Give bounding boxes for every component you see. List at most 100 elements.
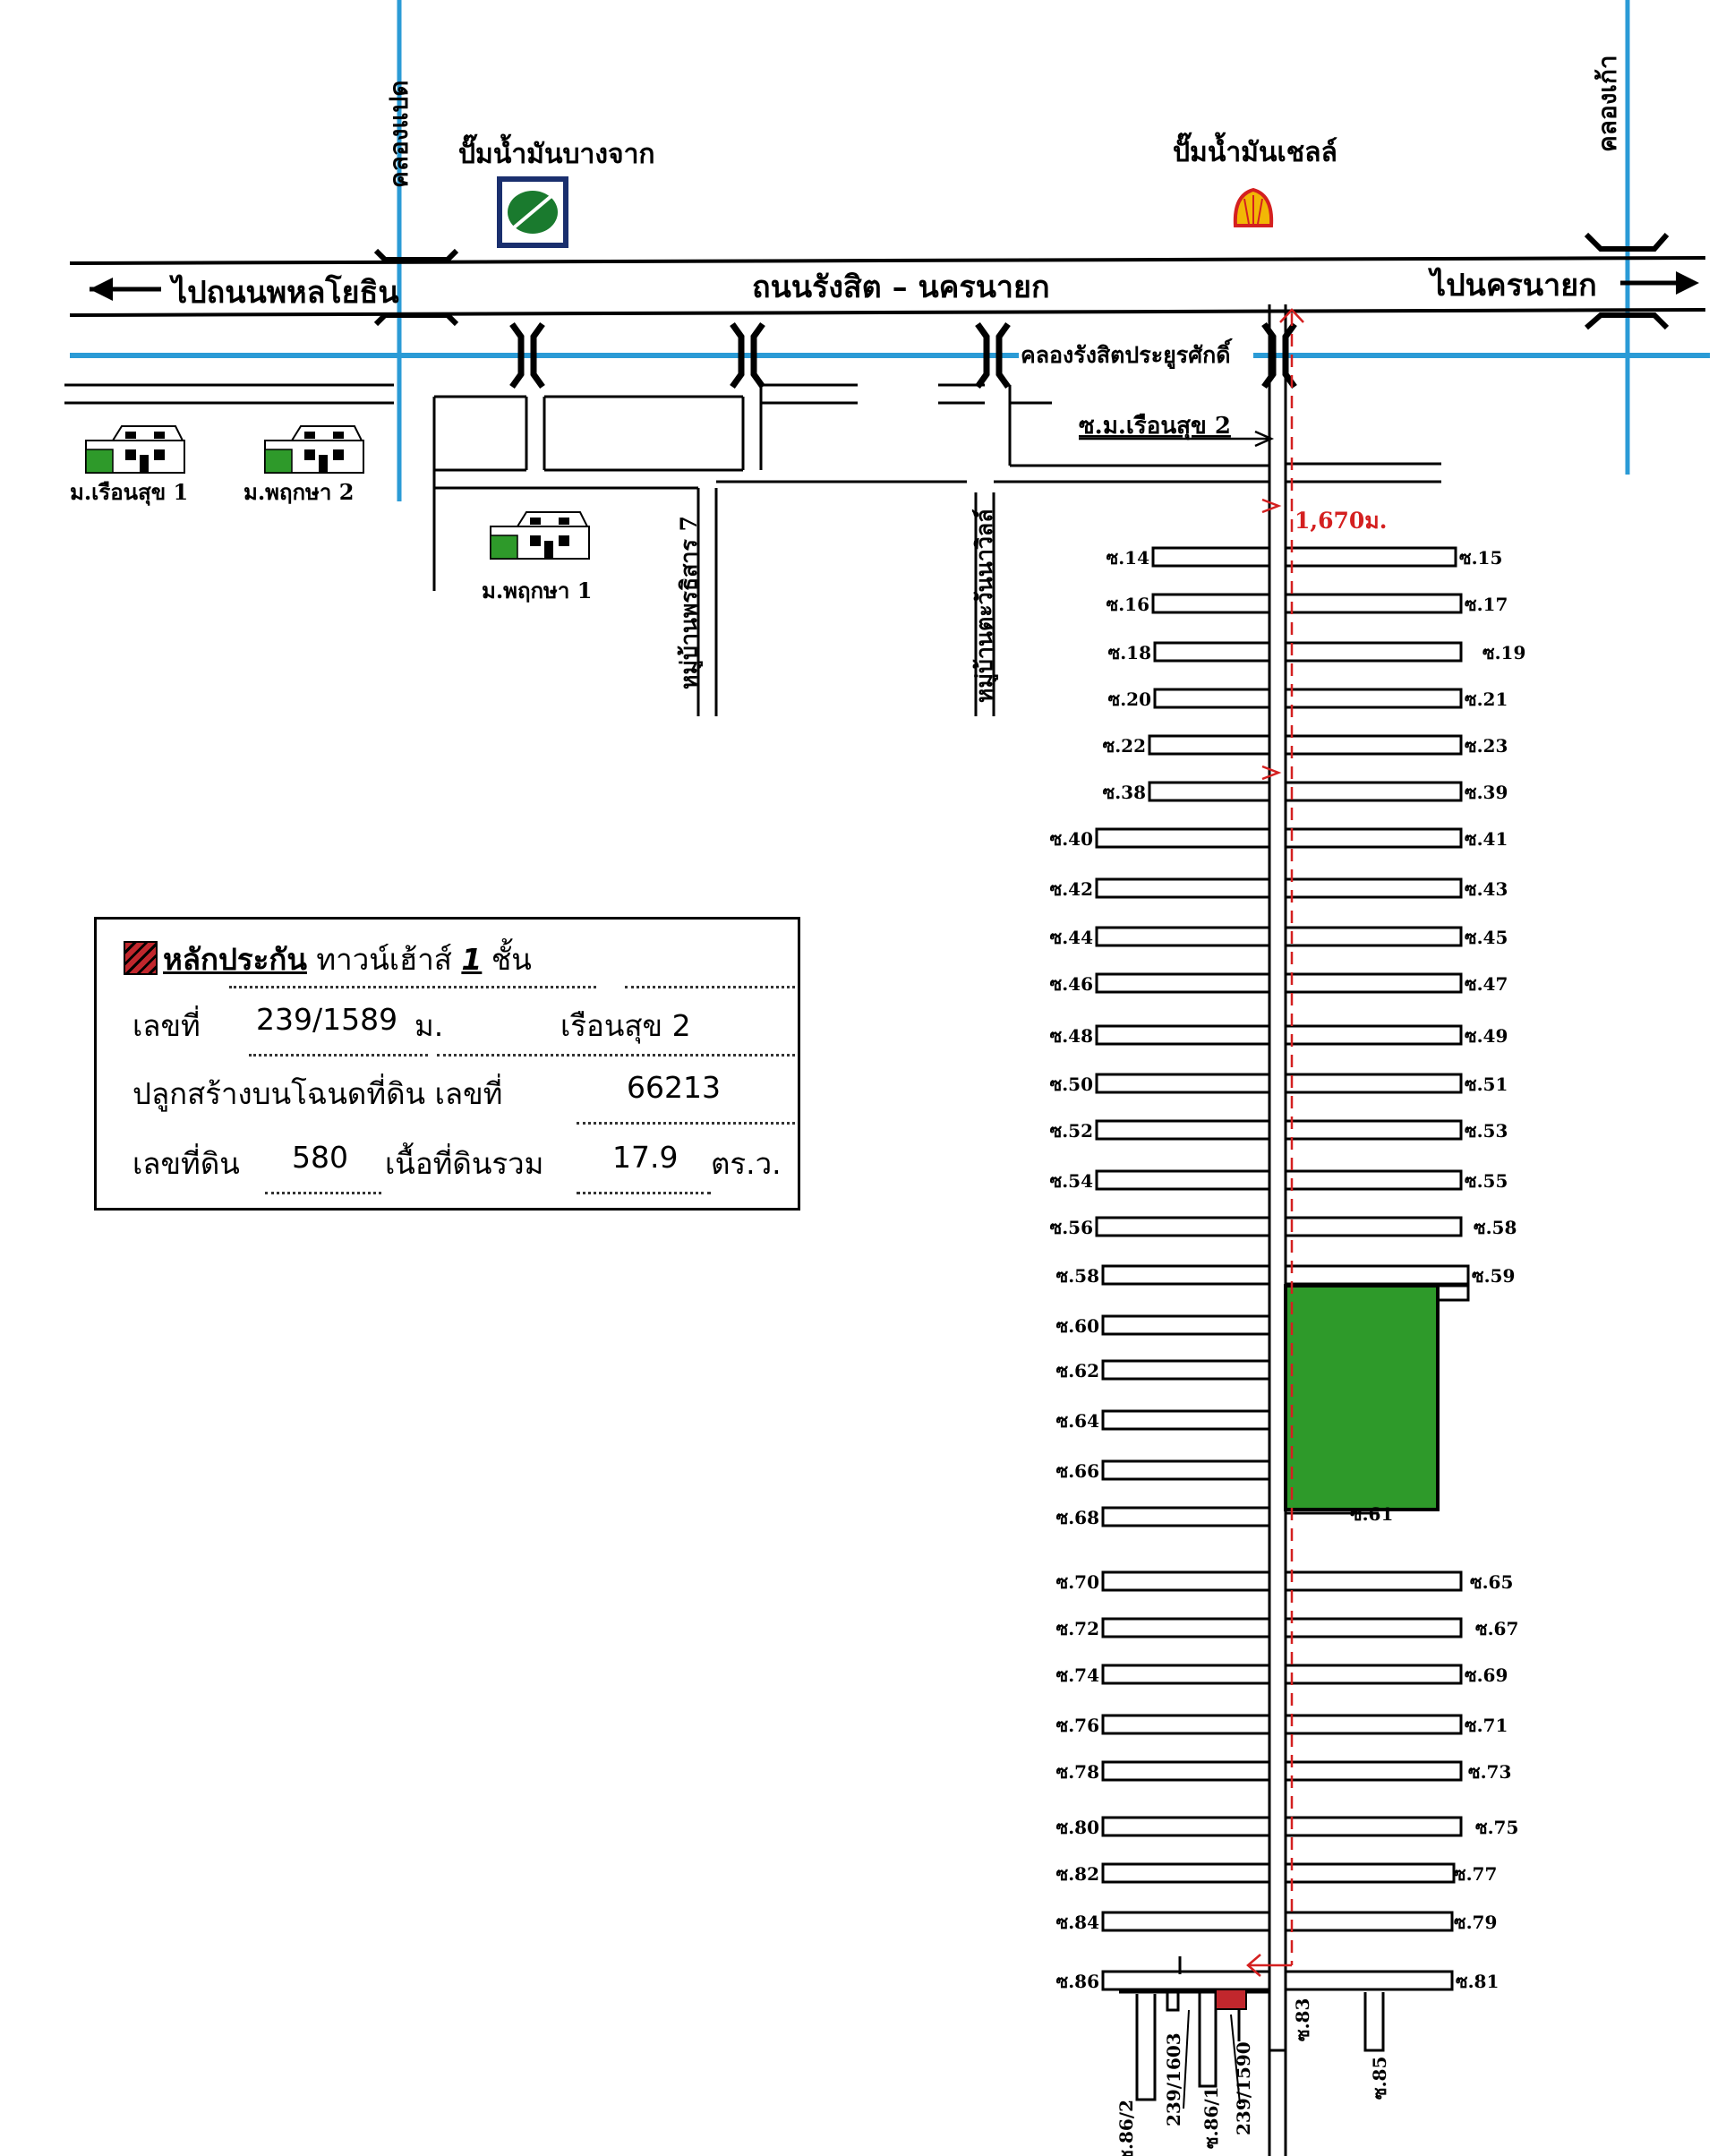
to-left-label: ไปถนนพหลโยธิน — [169, 274, 399, 311]
soi-label-right: ซ.65 — [1470, 1571, 1513, 1593]
soi-stub-right — [1286, 877, 1463, 899]
to-right-label: ไปนครนายก — [1428, 267, 1597, 304]
soi-label-left: ซ.72 — [1056, 1618, 1099, 1639]
bridge-icon — [373, 232, 1670, 330]
side-road-label-1: หมู่บ้านพรธิสาร 7 — [676, 516, 704, 689]
road-name-label: ถนนรังสิต – นครนายก — [752, 270, 1050, 305]
soi-stub-right — [1286, 972, 1463, 994]
soi-stub-left — [1095, 926, 1269, 947]
soi-stub-left — [1095, 1073, 1269, 1094]
collateral-swatch-icon — [124, 941, 158, 975]
legend-deed-value: 66213 — [627, 1070, 721, 1105]
village-label-1: ม.เรือนสุข 1 — [70, 479, 188, 507]
land-plot-area — [1284, 1284, 1440, 1511]
soi-stub-left — [1101, 1506, 1269, 1527]
soi-stub-left — [1153, 688, 1269, 709]
legend-type: ทาวน์เฮ้าส์ — [316, 942, 452, 977]
soi-label-right: ซ.59 — [1472, 1265, 1515, 1287]
village-label-3: ม.พฤกษา 1 — [482, 578, 592, 603]
soi-stub-left — [1095, 827, 1269, 849]
soi-stub-left — [1101, 1970, 1269, 1991]
soi-label-right: ซ.41 — [1465, 828, 1508, 850]
soi-stub-right — [1286, 1024, 1463, 1046]
soi-stub-left — [1151, 546, 1269, 568]
soi-main-label: ซ.ม.เรือนสุข 2 — [1079, 413, 1231, 441]
soi-label-right: ซ.55 — [1465, 1170, 1508, 1192]
soi-label-right: ซ.79 — [1454, 1912, 1497, 1933]
soi-stub-left — [1101, 1264, 1269, 1286]
soi-stub-left — [1095, 877, 1269, 899]
legend-moo-label: ม. — [414, 1008, 444, 1043]
soi-label-right: ซ.49 — [1465, 1025, 1508, 1047]
soi-stub-right — [1286, 1119, 1463, 1141]
local-roads — [64, 304, 1441, 2156]
soi-label-left: ซ.84 — [1056, 1912, 1099, 1933]
soi-label-left: ซ.56 — [1050, 1217, 1093, 1238]
soi-label-left: ซ.20 — [1108, 689, 1151, 710]
soi-label-left: ซ.18 — [1108, 642, 1151, 663]
legend-village-value: เรือนสุข 2 — [560, 1008, 691, 1043]
soi-label-left: ซ.74 — [1056, 1664, 1099, 1686]
soi-stub-right — [1286, 827, 1463, 849]
legend-deed-label: ปลูกสร้างบนโฉนดที่ดิน เลขที่ — [132, 1076, 503, 1111]
soi-stub-right — [1286, 1264, 1470, 1286]
soi-86-1-label: ซ.86/1 — [1201, 2086, 1222, 2149]
bangchak-logo-icon — [497, 176, 568, 248]
bangchak-label: ปั๊มน้ำมันบางจาก — [458, 133, 655, 170]
soi-stub-left — [1101, 1459, 1269, 1481]
soi-stub-right — [1286, 1970, 1454, 1991]
soi-label-left: ซ.44 — [1050, 927, 1093, 948]
soi-label-right: ซ.45 — [1465, 927, 1508, 948]
legend-area-unit: ตร.ว. — [711, 1146, 782, 1181]
soi-stub-left — [1101, 1816, 1269, 1837]
soi-label-right: ซ.81 — [1456, 1971, 1499, 1992]
legend-area-value: 17.9 — [612, 1140, 679, 1175]
soi-stub-left — [1101, 1617, 1269, 1638]
soi-label-right: ซ.47 — [1465, 973, 1508, 995]
arrow-left-icon — [90, 278, 161, 301]
house-1603-label: 239/1603 — [1163, 2032, 1184, 2126]
soi-stub-left — [1101, 1664, 1269, 1685]
soi-label-left: ซ.46 — [1050, 973, 1093, 995]
soi-label-right: ซ.23 — [1465, 735, 1508, 757]
legend-floors: 1 — [461, 942, 483, 977]
soi-stub-left — [1095, 1119, 1269, 1141]
soi-label-right: ซ.77 — [1454, 1863, 1497, 1885]
legend-floors-unit: ชั้น — [491, 942, 532, 977]
soi-label-left: ซ.78 — [1056, 1761, 1099, 1783]
canals — [70, 0, 1710, 501]
soi-label-left: ซ.66 — [1056, 1460, 1099, 1482]
soi-86-2-label: ซ.86/2 — [1115, 2100, 1137, 2156]
arrow-right-icon — [1620, 271, 1699, 295]
soi-label-right: ซ.15 — [1459, 547, 1502, 569]
legend-area-label: เนื้อที่ดินรวม — [385, 1146, 544, 1181]
canal-main-label: คลองรังสิตประยูรศักดิ์ — [1021, 338, 1233, 370]
shell-logo-icon — [1233, 187, 1274, 227]
route-line — [1246, 308, 1304, 1977]
soi-label-left: ซ.40 — [1050, 828, 1093, 850]
shell-label: ปั๊มน้ำมันเชลล์ — [1173, 132, 1337, 168]
soi-stub-left — [1095, 1169, 1269, 1191]
soi-stub-left — [1095, 1216, 1269, 1237]
collateral-plot — [1215, 1989, 1247, 2010]
soi-stub-right — [1286, 1760, 1463, 1782]
soi-label-right: ซ.17 — [1465, 594, 1508, 615]
soi-stub-right — [1286, 1570, 1463, 1592]
soi-stub-right — [1286, 1617, 1463, 1638]
soi-label-right: ซ.73 — [1468, 1761, 1511, 1783]
soi-label-right: ซ.53 — [1465, 1120, 1508, 1142]
soi-label-left: ซ.58 — [1056, 1265, 1099, 1287]
legend-no-value: 239/1589 — [256, 1002, 398, 1037]
soi-label-left: ซ.54 — [1050, 1170, 1093, 1192]
soi-label-right: ซ.51 — [1465, 1074, 1508, 1095]
soi-label-right: ซ.69 — [1465, 1664, 1508, 1686]
soi-label-left: ซ.42 — [1050, 878, 1093, 900]
soi-label-right: ซ.21 — [1465, 689, 1508, 710]
main-road — [69, 256, 1706, 317]
legend-land-no-value: 580 — [292, 1140, 348, 1175]
soi-stub-left — [1095, 1024, 1269, 1046]
soi-label-left: ซ.50 — [1050, 1074, 1093, 1095]
soi-label-left: ซ.76 — [1056, 1715, 1099, 1736]
soi-label-left: ซ.16 — [1107, 594, 1149, 615]
soi-label-left: ซ.62 — [1056, 1360, 1099, 1382]
